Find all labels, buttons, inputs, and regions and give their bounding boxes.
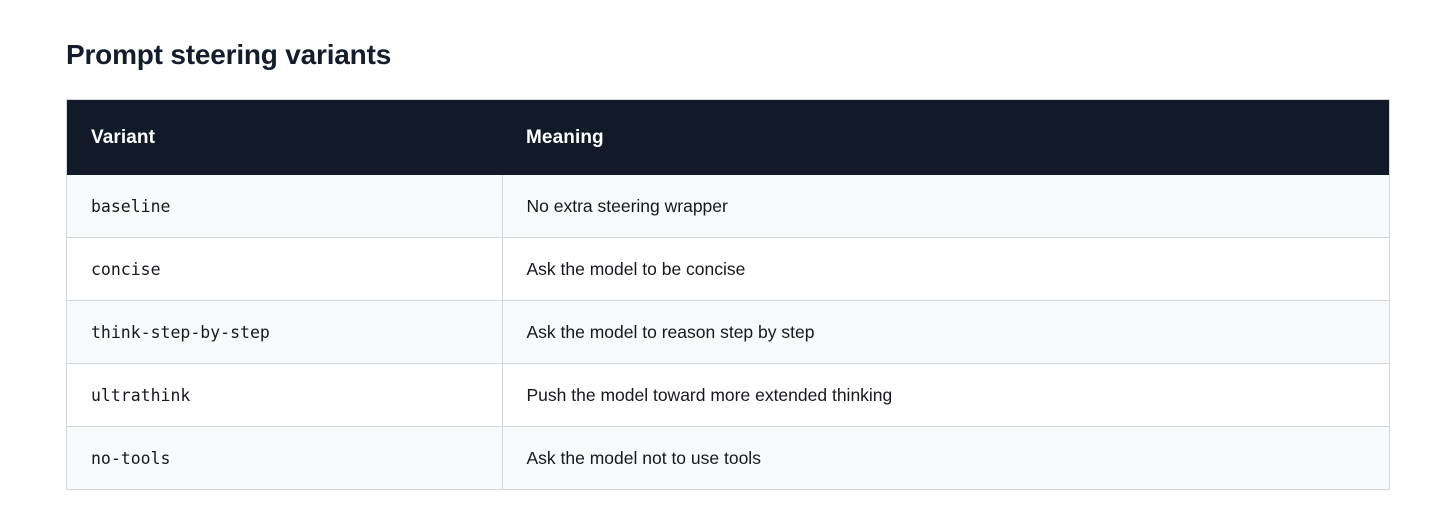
cell-meaning: Ask the model to be concise <box>502 237 1389 301</box>
cell-variant: ultrathink <box>67 363 503 427</box>
table-head: Variant Meaning <box>67 100 1389 175</box>
page-title: Prompt steering variants <box>66 39 392 70</box>
table-header-row: Variant Meaning <box>67 100 1389 175</box>
cell-variant: concise <box>67 237 503 301</box>
cell-variant: no-tools <box>67 426 503 489</box>
column-header-meaning: Meaning <box>502 100 1389 175</box>
table-row: baseline No extra steering wrapper <box>67 175 1389 238</box>
prompt-steering-variants-table: Variant Meaning baseline No extra steeri… <box>67 100 1389 489</box>
column-header-variant: Variant <box>67 100 502 175</box>
table-row: ultrathink Push the model toward more ex… <box>67 363 1389 427</box>
table-body: baseline No extra steering wrapper conci… <box>67 175 1389 489</box>
table-row: think-step-by-step Ask the model to reas… <box>67 300 1389 364</box>
variants-table-container: Variant Meaning baseline No extra steeri… <box>66 99 1390 490</box>
cell-variant: baseline <box>67 175 503 238</box>
cell-variant: think-step-by-step <box>67 300 503 364</box>
table-row: no-tools Ask the model not to use tools <box>67 426 1389 489</box>
cell-meaning: No extra steering wrapper <box>502 175 1389 238</box>
table-row: concise Ask the model to be concise <box>67 237 1389 301</box>
cell-meaning: Ask the model to reason step by step <box>502 300 1389 364</box>
cell-meaning: Push the model toward more extended thin… <box>502 363 1389 427</box>
cell-meaning: Ask the model not to use tools <box>502 426 1389 489</box>
